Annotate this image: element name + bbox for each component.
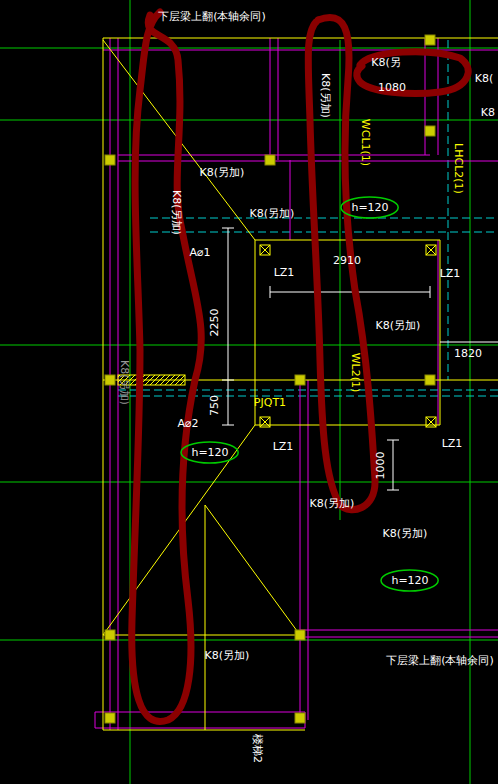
drawing-label: LZ1 [273, 441, 294, 452]
drawing-label: K8(另加) [205, 650, 250, 661]
slab-thickness-ellipse: h=120 [380, 569, 439, 592]
drawing-label: 1820 [454, 348, 482, 359]
drawing-label: WL2(1) [351, 352, 362, 392]
drawing-label: K8( [475, 73, 494, 84]
drawing-label: K8(另加) [376, 320, 421, 331]
slab-thickness-ellipse: h=120 [340, 196, 399, 219]
drawing-label: K8(另加) [170, 190, 181, 235]
drawing-label: K8(另加) [118, 360, 129, 405]
drawing-label: WCL1(1) [360, 118, 371, 165]
drawing-label: K8(另加) [310, 498, 355, 509]
drawing-label: 下层梁上翻(本轴余同) [386, 655, 494, 666]
drawing-label: 1000 [375, 451, 386, 479]
node-text: h=120 [191, 447, 228, 458]
drawing-label: K8(另加) [319, 73, 330, 118]
drawing-label: LHCL2(1) [452, 143, 463, 194]
node-text: h=120 [351, 202, 388, 213]
drawing-label: K8(另加) [250, 208, 295, 219]
drawing-label: 2250 [209, 308, 220, 336]
drawing-label: K8(另加) [200, 167, 245, 178]
drawing-label: 2910 [333, 255, 361, 266]
drawing-label: 1080 [378, 82, 406, 93]
drawing-label: K8(另加) [383, 528, 428, 539]
drawing-label: 750 [209, 395, 220, 416]
drawing-label: LZ1 [440, 268, 461, 279]
drawing-label: K8(另 [371, 57, 401, 68]
slab-thickness-ellipse: h=120 [180, 441, 239, 464]
drawing-label: PJQT1 [254, 397, 286, 408]
drawing-label: LZ1 [442, 438, 463, 449]
drawing-label: A⌀1 [189, 247, 210, 258]
drawing-label: A⌀2 [177, 418, 198, 429]
node-text: h=120 [391, 575, 428, 586]
drawing-label: LZ1 [274, 267, 295, 278]
drawing-label: 楼梯2 [252, 734, 263, 763]
drawing-label: K8 [481, 107, 495, 118]
drawing-label: 下层梁上翻(本轴余同) [158, 11, 266, 22]
